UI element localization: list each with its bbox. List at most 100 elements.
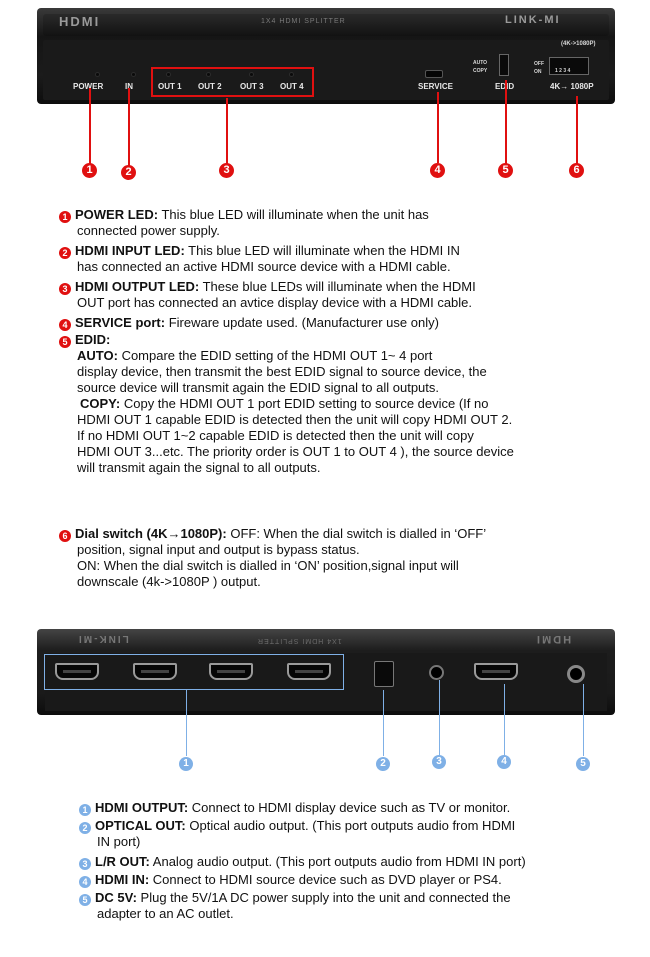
bullet-2-icon: 2 (79, 822, 91, 834)
callout-2-icon: 2 (376, 757, 390, 771)
hdmi-out-port (287, 663, 331, 680)
model-text: 1X4 HDMI SPLITTER (261, 18, 346, 25)
resolution-tag: (4K->1080P) (561, 41, 596, 47)
hdmi-logo: HDMI (59, 14, 101, 29)
item-title: L/R OUT: (95, 854, 150, 869)
item-text: Analog audio output. (This port outputs … (152, 854, 526, 869)
callout-1-icon: 1 (179, 757, 193, 771)
out2-label: OUT 2 (198, 82, 222, 91)
item-service-port: 4 SERVICE port: Fireware update used. (Ma… (59, 315, 439, 331)
dial-switch (549, 57, 589, 75)
callout-6-icon: 6 (569, 163, 584, 178)
callout-line-4 (504, 684, 505, 756)
out3-label: OUT 3 (240, 82, 264, 91)
item-text: This blue LED will illuminate when the H… (188, 243, 460, 258)
bullet-5-icon: 5 (59, 336, 71, 348)
callout-line-3 (226, 98, 228, 164)
callout-5-icon: 5 (498, 163, 513, 178)
rear-panel-photo: LINK-MI 1X4 HDMI SPLITTER HDMI (37, 629, 615, 715)
power-led (96, 73, 99, 76)
dial-numbers: 1 2 3 4 (555, 68, 571, 74)
item-text: HDMI OUT 3...etc. The priority order is … (77, 444, 514, 459)
hdmi-logo: HDMI (535, 633, 572, 645)
bullet-4-icon: 4 (59, 319, 71, 331)
auto-label: AUTO (473, 60, 488, 66)
callout-5-icon: 5 (576, 757, 590, 771)
callout-line-6 (576, 96, 578, 164)
item-title: OPTICAL OUT: (95, 818, 186, 833)
callout-line-5 (505, 80, 507, 164)
out4-label: OUT 4 (280, 82, 304, 91)
item-hdmi-input-led: 2 HDMI INPUT LED: This blue LED will illu… (59, 243, 460, 275)
hdmi-in-port (474, 663, 518, 680)
dc-power-jack (567, 665, 585, 683)
bullet-4-icon: 4 (79, 876, 91, 888)
item-title: POWER LED: (75, 207, 159, 222)
callout-line-4 (437, 92, 439, 163)
optical-port (374, 661, 394, 687)
callout-line-1 (186, 690, 187, 756)
item-text: has connected an active HDMI source devi… (77, 259, 451, 274)
device-top-edge (43, 14, 609, 36)
item-title: HDMI OUTPUT: (95, 800, 189, 815)
item-text: ON: When the dial switch is dialled in ‘… (77, 558, 459, 573)
callout-line-5 (583, 684, 584, 756)
device-front-face (43, 40, 609, 100)
item-text: Optical audio output. (This port outputs… (189, 818, 516, 833)
item-text: Compare the EDID setting of the HDMI OUT… (121, 348, 433, 363)
bullet-6-icon: 6 (59, 530, 71, 542)
item-title: DC 5V: (95, 890, 137, 905)
out3-led (250, 73, 253, 76)
bullet-2-icon: 2 (59, 247, 71, 259)
bullet-3-icon: 3 (59, 283, 71, 295)
front-panel-photo: HDMI 1X4 HDMI SPLITTER LINK-MI (4K->1080… (37, 8, 615, 104)
on-label: ON (534, 69, 542, 75)
callout-1-icon: 1 (82, 163, 97, 178)
bullet-3-icon: 3 (79, 858, 91, 870)
item-text: source device will transmit again the ED… (77, 380, 440, 395)
hdmi-out-port (209, 663, 253, 680)
item-text: connected power supply. (77, 223, 220, 238)
item-text: Connect to HDMI display device such as T… (191, 800, 511, 815)
item-title: Dial switch (4K→1080P): (75, 526, 227, 541)
item-title: HDMI INPUT LED: (75, 243, 185, 258)
callout-line-1 (89, 88, 91, 165)
copy-title: COPY: (80, 396, 121, 411)
item-text: Fireware update used. (Manufacturer use … (168, 315, 439, 330)
downscale-label: 4K→ 1080P (550, 82, 594, 91)
callout-line-3 (439, 680, 440, 756)
item-text: These blue LEDs will illuminate when the… (202, 279, 476, 294)
copy-label: COPY (473, 68, 488, 74)
callout-line-2 (383, 690, 384, 756)
model-text: 1X4 HDMI SPLITTER (257, 637, 342, 644)
auto-title: AUTO: (77, 348, 118, 363)
bullet-1-icon: 1 (59, 211, 71, 223)
item-hdmi-output: 1 HDMI OUTPUT: Connect to HDMI display de… (79, 800, 510, 816)
callout-line-2 (128, 88, 130, 166)
edid-label: EDID (495, 82, 514, 91)
bullet-1-icon: 1 (79, 804, 91, 816)
item-text: Connect to HDMI source device such as DV… (152, 872, 502, 887)
item-text: display device, then transmit the best E… (77, 364, 487, 379)
item-text: adapter to an AC outlet. (97, 906, 234, 921)
out1-label: OUT 1 (158, 82, 182, 91)
device-rear-face (45, 653, 607, 711)
item-text: Plug the 5V/1A DC power supply into the … (140, 890, 511, 905)
power-label: POWER (73, 82, 104, 91)
out2-led (207, 73, 210, 76)
item-text: If no HDMI OUT 1~2 capable EDID is detec… (77, 428, 474, 443)
item-text: Copy the HDMI OUT 1 port EDID setting to… (123, 396, 489, 411)
item-text: position, signal input and output is byp… (77, 542, 360, 557)
item-text: will transmit again the signal to all ou… (77, 460, 321, 475)
item-text: IN port) (97, 834, 141, 849)
item-text: downscale (4k->1080P ) output. (77, 574, 261, 589)
service-port (425, 70, 443, 78)
callout-4-icon: 4 (497, 755, 511, 769)
callout-2-icon: 2 (121, 165, 136, 180)
item-title: SERVICE port: (75, 315, 166, 330)
